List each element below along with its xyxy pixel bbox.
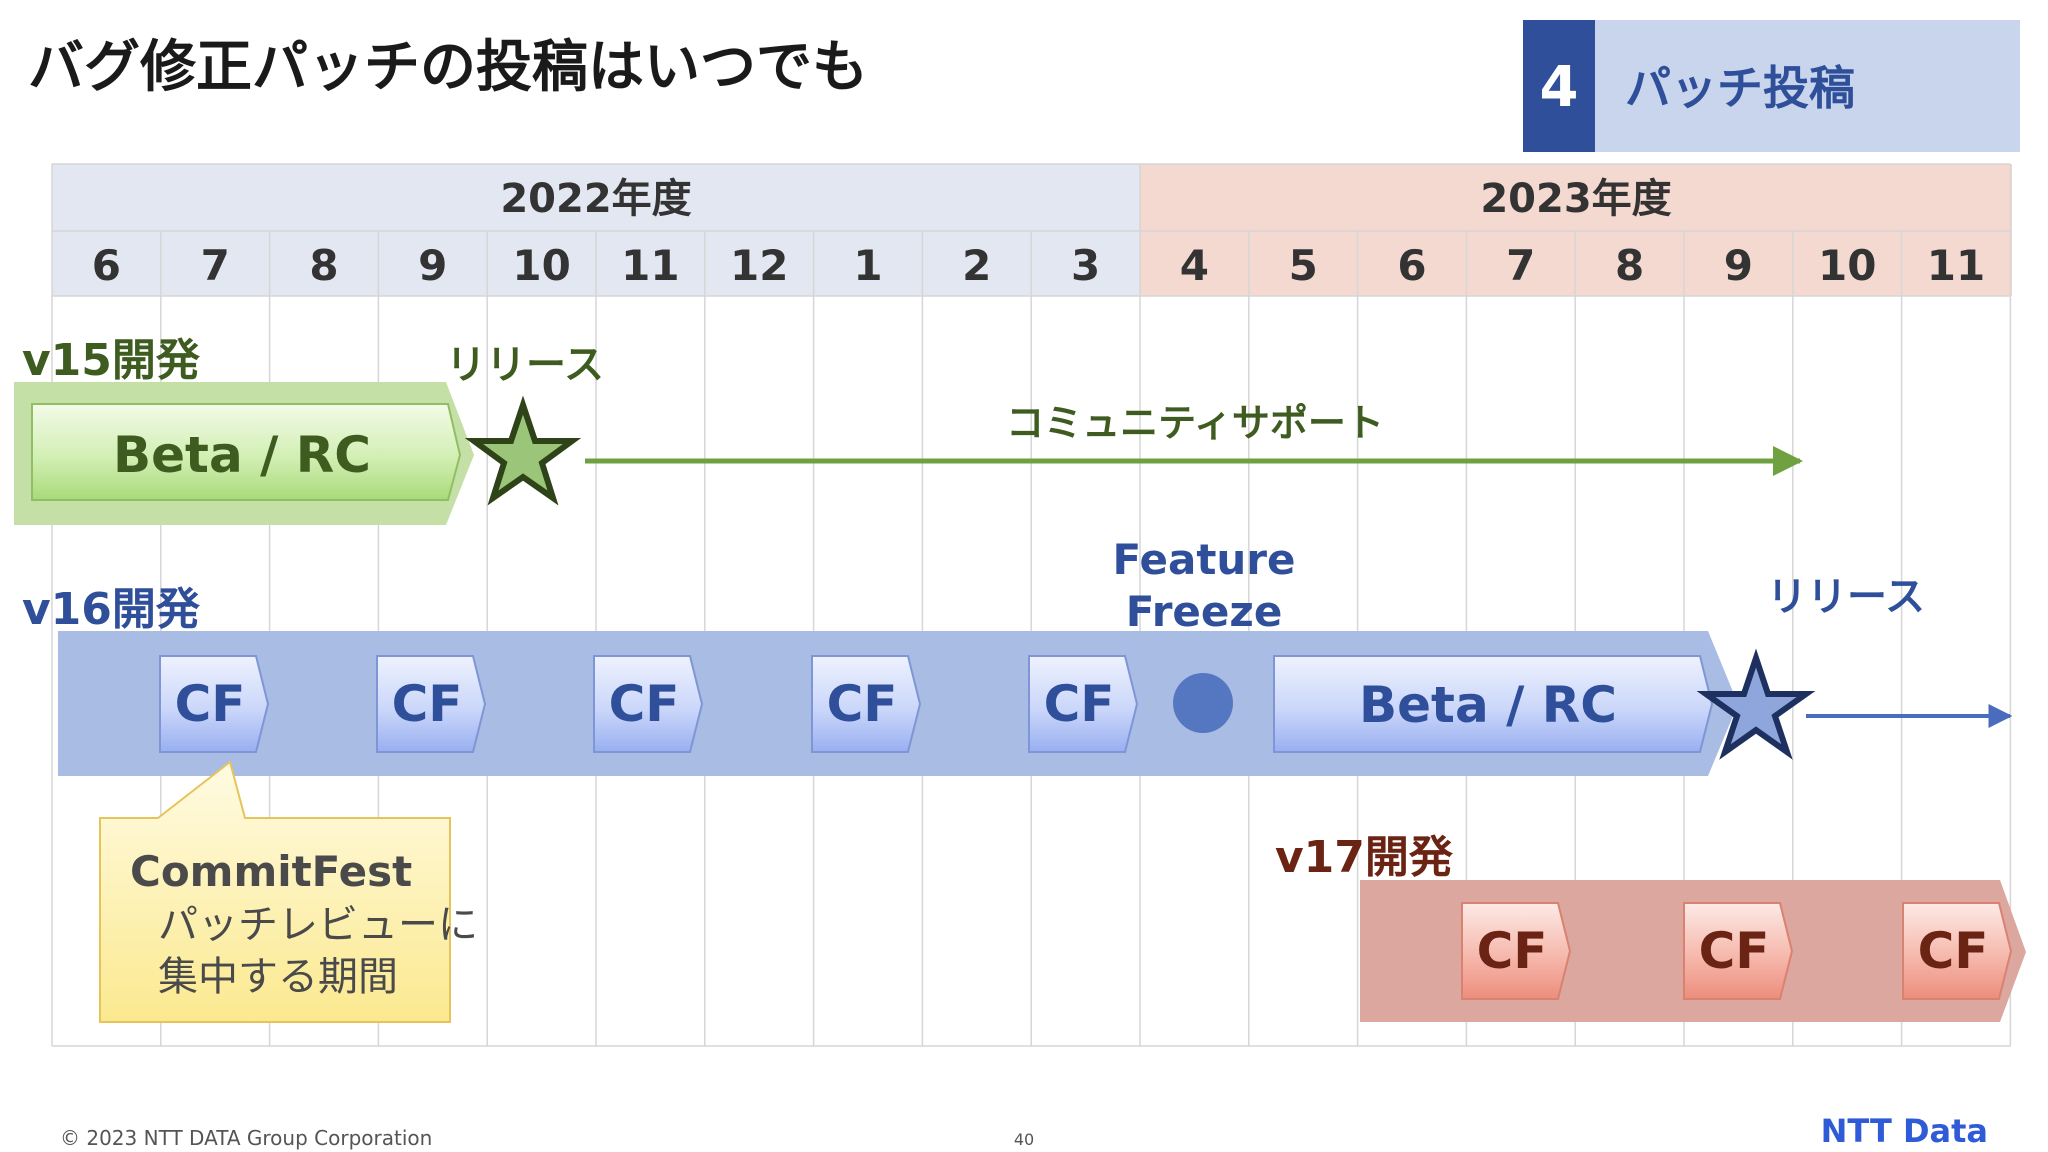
commitfest-box: CF [1028,655,1139,753]
commitfest-shape [593,655,704,753]
commitfest-shape [376,655,487,753]
feature-freeze-line2: Freeze [1126,587,1283,636]
commitfest-box: CF [1902,902,2013,1000]
month-label: 9 [1724,241,1753,290]
commitfest-label: CF [1918,922,1989,980]
year-label-2023: 2023年度 [1480,176,1671,222]
commitfest-label: CF [827,675,898,733]
commitfest-box: CF [1461,902,1572,1000]
year-band-2022 [52,164,1140,231]
commitfest-shape [1028,655,1139,753]
commitfest-shape [1683,902,1794,1000]
commitfest-shape [159,655,270,753]
commitfest-line2: 集中する期間 [158,954,398,1000]
v16-release-label: リリース [1767,574,1925,620]
v16-commitfests: CF CF CF CF CF [159,655,1139,753]
v16-beta-label: Beta / RC [1359,676,1617,734]
v15-release-label: リリース [446,342,604,388]
month-label: 4 [1180,241,1209,290]
commitfest-label: CF [1477,922,1548,980]
month-label: 2 [962,241,991,290]
commitfest-label: CF [609,675,680,733]
community-support-label: コミュニティサポート [1006,401,1384,445]
section-label: パッチ投稿 [1625,61,1855,115]
month-label: 8 [309,241,338,290]
month-label: 9 [418,241,447,290]
commitfest-label: CF [1699,922,1770,980]
commitfest-box: CF [159,655,270,753]
commitfest-line1: パッチレビューに [158,902,478,948]
commitfest-shape [1461,902,1572,1000]
month-label: 5 [1289,241,1318,290]
year-label-2022: 2022年度 [500,176,691,222]
v17-commitfests: CF CF CF [1461,902,2013,1000]
month-label: 7 [1506,241,1535,290]
commitfest-box: CF [811,655,922,753]
page-number: 40 [1014,1130,1034,1149]
commitfest-title: CommitFest [130,847,412,896]
v16-label: v16開発 [22,584,201,635]
month-label: 11 [1927,241,1985,290]
commitfest-label: CF [175,675,246,733]
commitfest-shape [1902,902,2013,1000]
month-label: 10 [512,241,570,290]
section-number: 4 [1540,55,1579,120]
month-label: 10 [1818,241,1876,290]
commitfest-box: CF [376,655,487,753]
v15-beta-box [31,403,462,501]
page-title: バグ修正パッチの投稿はいつでも [28,35,868,100]
v15-beta-label: Beta / RC [113,426,371,484]
feature-freeze-dot [1173,673,1233,733]
commitfest-callout: CommitFest パッチレビューに 集中する期間 [99,760,478,1023]
month-label: 11 [621,241,679,290]
commitfest-label: CF [1044,675,1115,733]
month-label: 7 [201,241,230,290]
commitfest-box: CF [1683,902,1794,1000]
month-label: 6 [1397,241,1426,290]
month-label: 3 [1071,241,1100,290]
year-band-2023 [1140,164,2012,231]
v16-beta-box [1273,655,1714,753]
v17-label: v17開発 [1275,832,1454,883]
v15-release-star-icon [464,395,582,506]
commitfest-shape [811,655,922,753]
month-row-2023 [1140,231,2012,296]
v16-release-star-icon [1696,648,1816,760]
company-logo: NTT Data [1821,1112,1988,1150]
month-label: 8 [1615,241,1644,290]
feature-freeze-line1: Feature [1113,535,1296,584]
month-label: 1 [853,241,882,290]
commitfest-label: CF [392,675,463,733]
v15-label: v15開発 [22,335,201,386]
month-label: 6 [92,241,121,290]
commitfest-box: CF [593,655,704,753]
copyright: © 2023 NTT DATA Group Corporation [60,1126,432,1150]
month-label: 12 [730,241,788,290]
section-badge: 4 パッチ投稿 [1523,20,2020,152]
